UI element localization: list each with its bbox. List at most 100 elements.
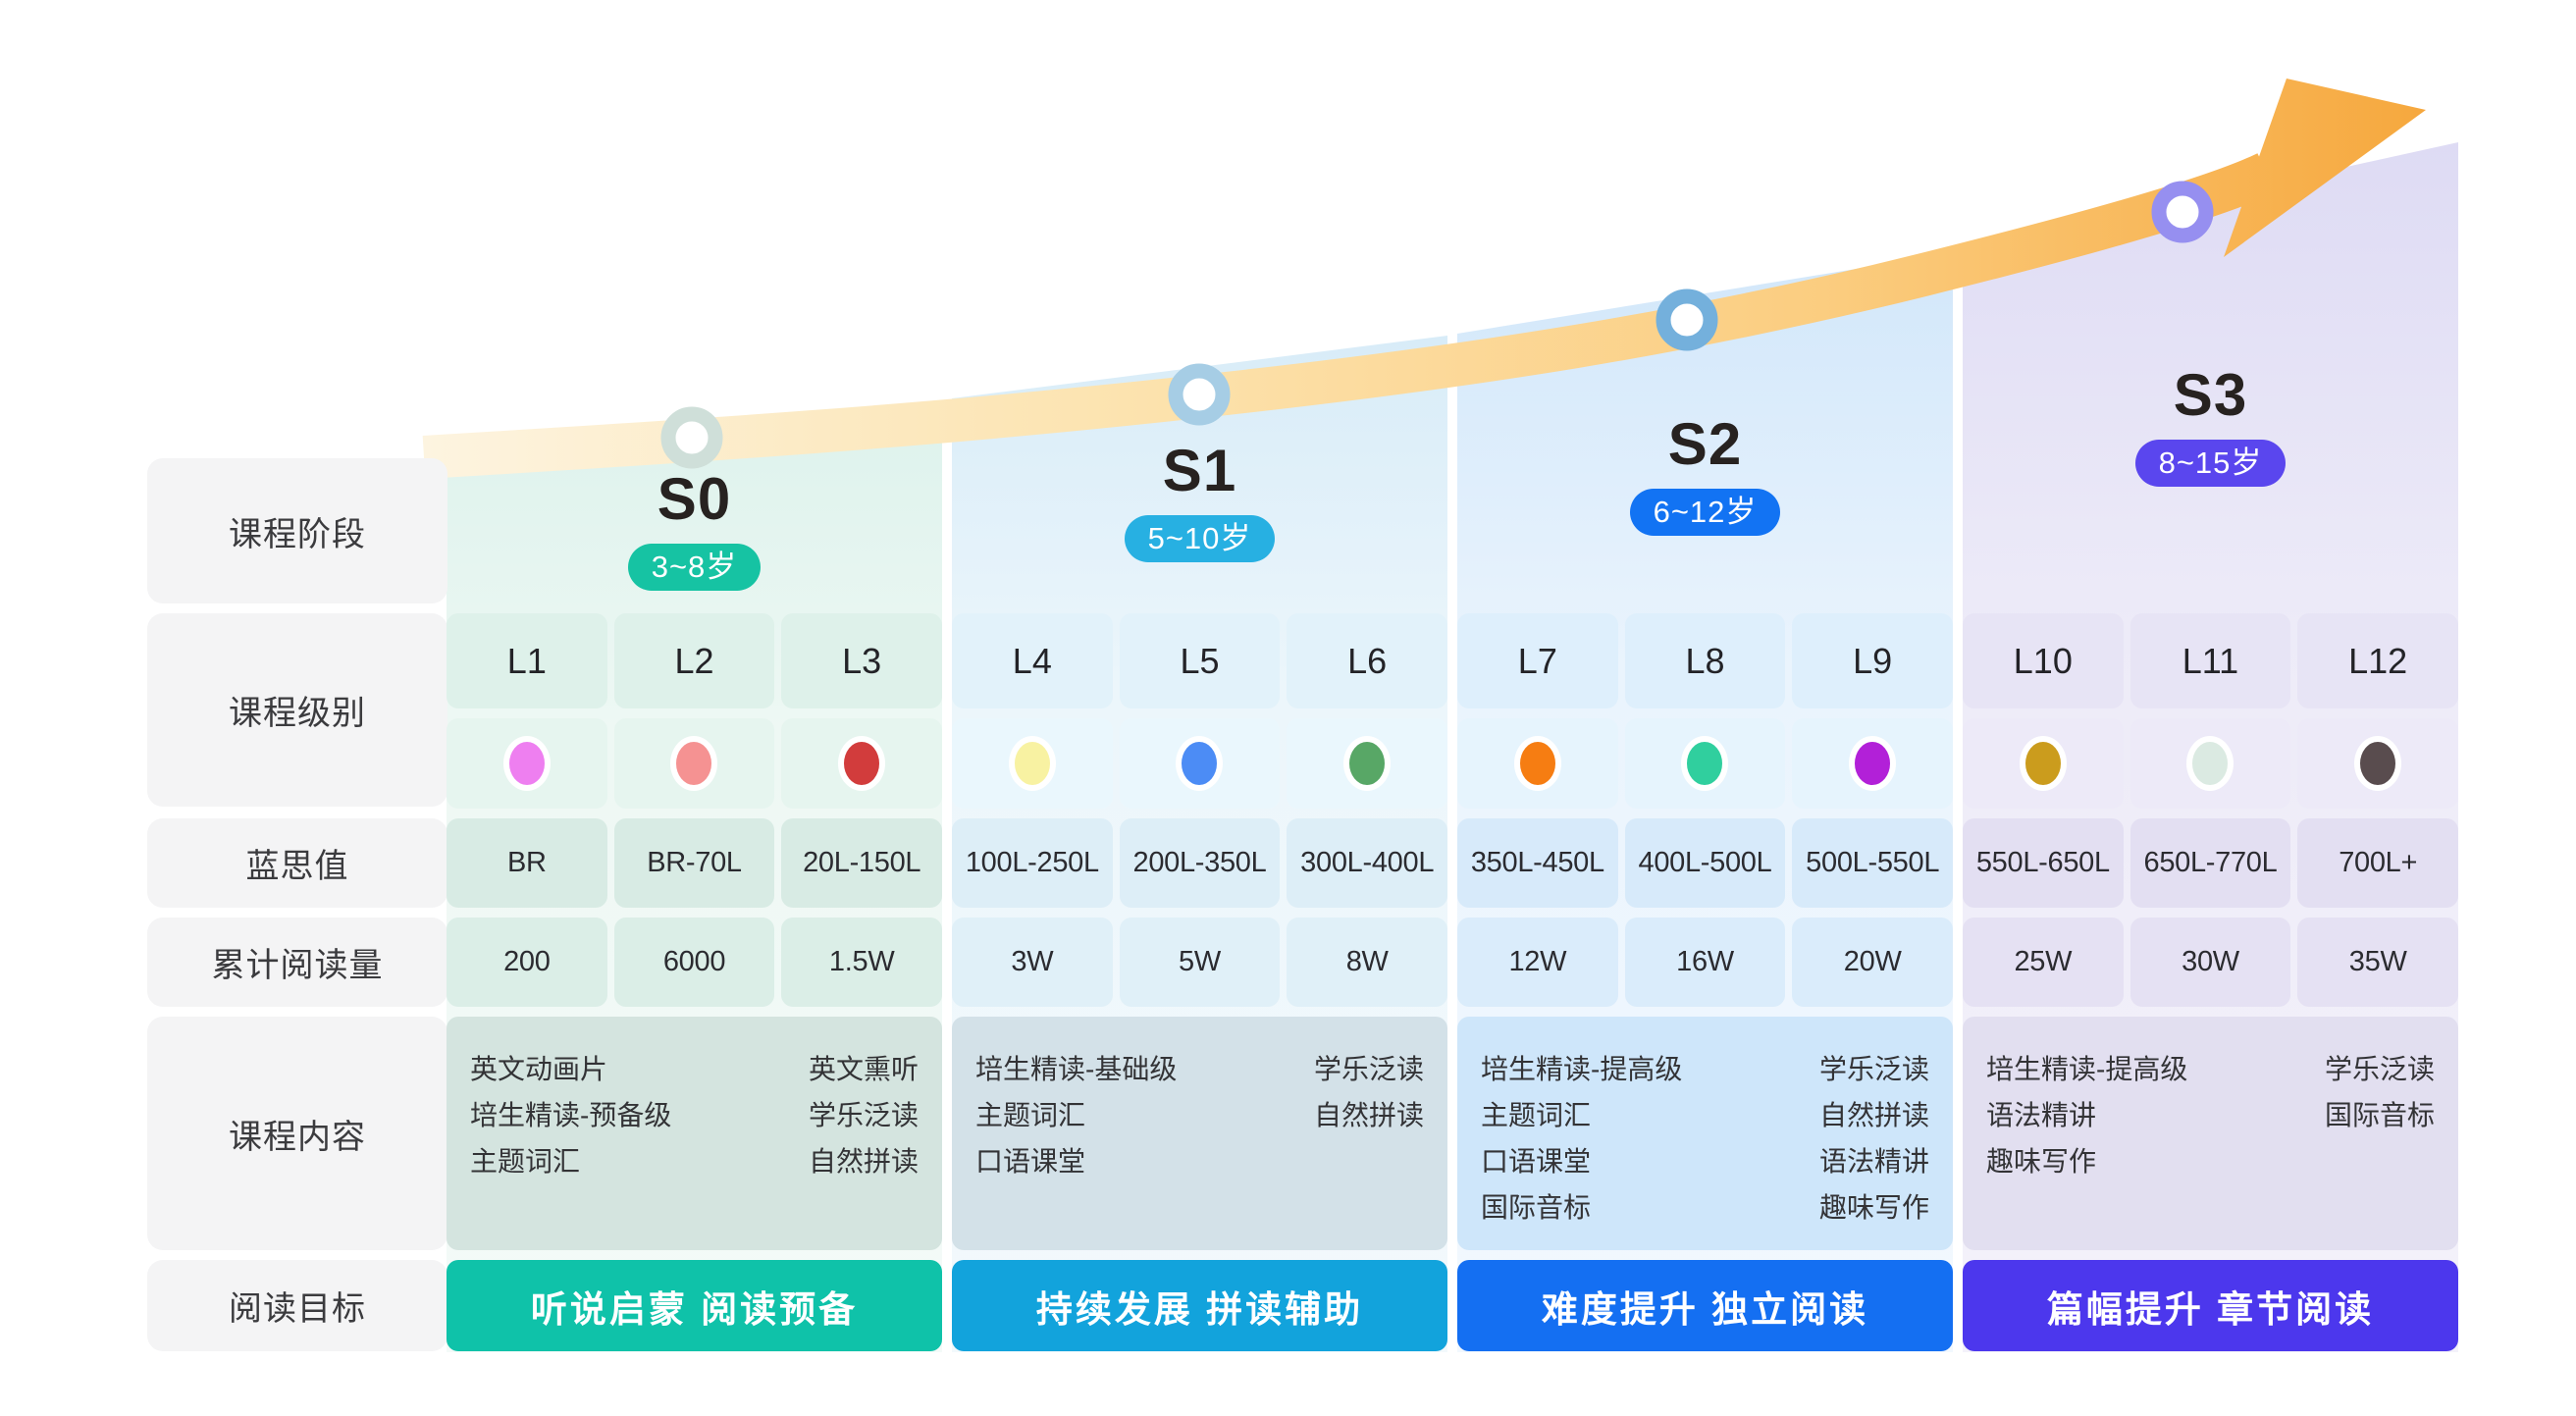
level-cell: L9: [1792, 613, 1953, 708]
content-item: 主题词汇: [975, 1100, 1086, 1130]
content-item: 口语课堂: [975, 1146, 1086, 1177]
level-dot-icon: [2354, 736, 2402, 791]
dot-cell: [1119, 718, 1281, 809]
content-cell: 培生精读-基础级 主题词汇 口语课堂 学乐泛读 自然拼读: [952, 1017, 1447, 1250]
stage-header-s0: S0 3~8岁: [447, 467, 942, 591]
lexile-cell: 350L-450L: [1457, 818, 1618, 908]
level-dot-icon: [1849, 736, 1897, 791]
content-item: 自然拼读: [1818, 1100, 1929, 1130]
goal-bar: 持续发展 拼读辅助: [952, 1260, 1447, 1351]
content-right-list: 学乐泛读 国际音标: [2325, 1046, 2435, 1138]
level-dot-icon: [502, 736, 551, 791]
dot-cell: [613, 718, 775, 809]
content-item: 学乐泛读: [1313, 1054, 1424, 1084]
dot-cell: [781, 718, 942, 809]
content-item: 趣味写作: [1986, 1146, 2097, 1177]
row-label-level: 课程级别: [147, 613, 447, 807]
reading-cell: 30W: [2129, 918, 2291, 1007]
content-item: 国际音标: [2324, 1100, 2435, 1130]
content-item: 国际音标: [1481, 1192, 1592, 1223]
stage-header-s1: S1 5~10岁: [952, 439, 1447, 562]
level-cell: L6: [1287, 613, 1447, 708]
level-cell: L11: [2129, 613, 2291, 708]
row-label-goal: 阅读目标: [147, 1260, 447, 1351]
dot-cell: [1963, 718, 2124, 809]
dot-cell: [1624, 718, 1786, 809]
lexile-cell: 650L-770L: [2129, 818, 2291, 908]
content-item: 培生精读-预备级: [470, 1100, 672, 1130]
level-cell: L3: [781, 613, 942, 708]
reading-cell: 5W: [1119, 918, 1281, 1007]
age-badge: 3~8岁: [627, 544, 762, 591]
lexile-cell: 550L-650L: [1963, 818, 2124, 908]
content-item: 学乐泛读: [1818, 1054, 1929, 1084]
dot-cell: [952, 718, 1113, 809]
content-item: 学乐泛读: [808, 1100, 919, 1130]
lexile-cell: BR: [447, 818, 607, 908]
level-dot-icon: [670, 736, 718, 791]
lexile-cell: 100L-250L: [952, 818, 1113, 908]
level-group-s3: L10 L11 L12 550L-650L 650L-770L 700L+ 25…: [1963, 613, 2458, 1351]
content-item: 主题词汇: [1481, 1100, 1592, 1130]
stage-title: S3: [2173, 362, 2248, 428]
reading-cell: 12W: [1457, 918, 1618, 1007]
goal-bar: 难度提升 独立阅读: [1457, 1260, 1953, 1351]
level-cell: L5: [1119, 613, 1281, 708]
dot-cell: [2129, 718, 2291, 809]
lexile-cell: 20L-150L: [781, 818, 942, 908]
level-dot-icon: [2186, 736, 2234, 791]
level-group-s2: L7 L8 L9 350L-450L 400L-500L 500L-550L 1…: [1457, 613, 1953, 1351]
level-dot-icon: [1176, 736, 1224, 791]
level-cell: L12: [2297, 613, 2458, 708]
content-item: 英文动画片: [470, 1054, 608, 1084]
reading-cell: 1.5W: [781, 918, 942, 1007]
reading-cell: 8W: [1287, 918, 1447, 1007]
stage-title: S2: [1667, 411, 1743, 477]
lexile-cell: 700L+: [2297, 818, 2458, 908]
level-dot-icon: [838, 736, 886, 791]
reading-cell: 35W: [2297, 918, 2458, 1007]
dot-cell: [1457, 718, 1618, 809]
dot-cell: [1792, 718, 1953, 809]
lexile-cell: 300L-400L: [1287, 818, 1447, 908]
lexile-cell: 500L-550L: [1792, 818, 1953, 908]
dot-cell: [447, 718, 607, 809]
row-label-reading: 累计阅读量: [147, 918, 447, 1007]
content-item: 趣味写作: [1818, 1192, 1929, 1223]
age-badge: 6~12岁: [1629, 489, 1781, 536]
row-label-lexile: 蓝思值: [147, 818, 447, 908]
content-item: 口语课堂: [1481, 1146, 1592, 1177]
level-cell: L10: [1963, 613, 2124, 708]
stage-header-s2: S2 6~12岁: [1457, 412, 1953, 536]
age-badge: 8~15岁: [2134, 440, 2287, 487]
reading-cell: 6000: [613, 918, 775, 1007]
content-right-list: 学乐泛读 自然拼读: [1314, 1046, 1424, 1138]
goal-bar: 篇幅提升 章节阅读: [1963, 1260, 2458, 1351]
content-item: 培生精读-提高级: [1986, 1054, 2188, 1084]
level-dot-icon: [2019, 736, 2067, 791]
row-label-stage: 课程阶段: [147, 458, 447, 603]
content-right-list: 英文熏听 学乐泛读 自然拼读: [809, 1046, 919, 1184]
content-item: 自然拼读: [808, 1146, 919, 1177]
row-label-content: 课程内容: [147, 1017, 447, 1250]
content-item: 主题词汇: [470, 1146, 581, 1177]
level-cell: L2: [613, 613, 775, 708]
content-cell: 英文动画片 培生精读-预备级 主题词汇 英文熏听 学乐泛读 自然拼读: [447, 1017, 942, 1250]
level-cell: L4: [952, 613, 1113, 708]
content-right-list: 学乐泛读 自然拼读 语法精讲 趣味写作: [1819, 1046, 1929, 1231]
age-badge: 5~10岁: [1124, 515, 1276, 562]
stage-title: S0: [657, 466, 732, 532]
stage-title: S1: [1162, 438, 1237, 503]
level-dot-icon: [1008, 736, 1056, 791]
lexile-cell: 200L-350L: [1119, 818, 1281, 908]
level-cell: L7: [1457, 613, 1618, 708]
content-cell: 培生精读-提高级 主题词汇 口语课堂 国际音标 学乐泛读 自然拼读 语法精讲 趣…: [1457, 1017, 1953, 1250]
content-cell: 培生精读-提高级 语法精讲 趣味写作 学乐泛读 国际音标: [1963, 1017, 2458, 1250]
content-left-list: 培生精读-提高级 语法精讲 趣味写作: [1986, 1046, 2187, 1184]
content-left-list: 英文动画片 培生精读-预备级 主题词汇: [470, 1046, 671, 1184]
reading-cell: 3W: [952, 918, 1113, 1007]
dot-cell: [2297, 718, 2458, 809]
level-group-s1: L4 L5 L6 100L-250L 200L-350L 300L-400L 3…: [952, 613, 1447, 1351]
lexile-cell: BR-70L: [613, 818, 775, 908]
